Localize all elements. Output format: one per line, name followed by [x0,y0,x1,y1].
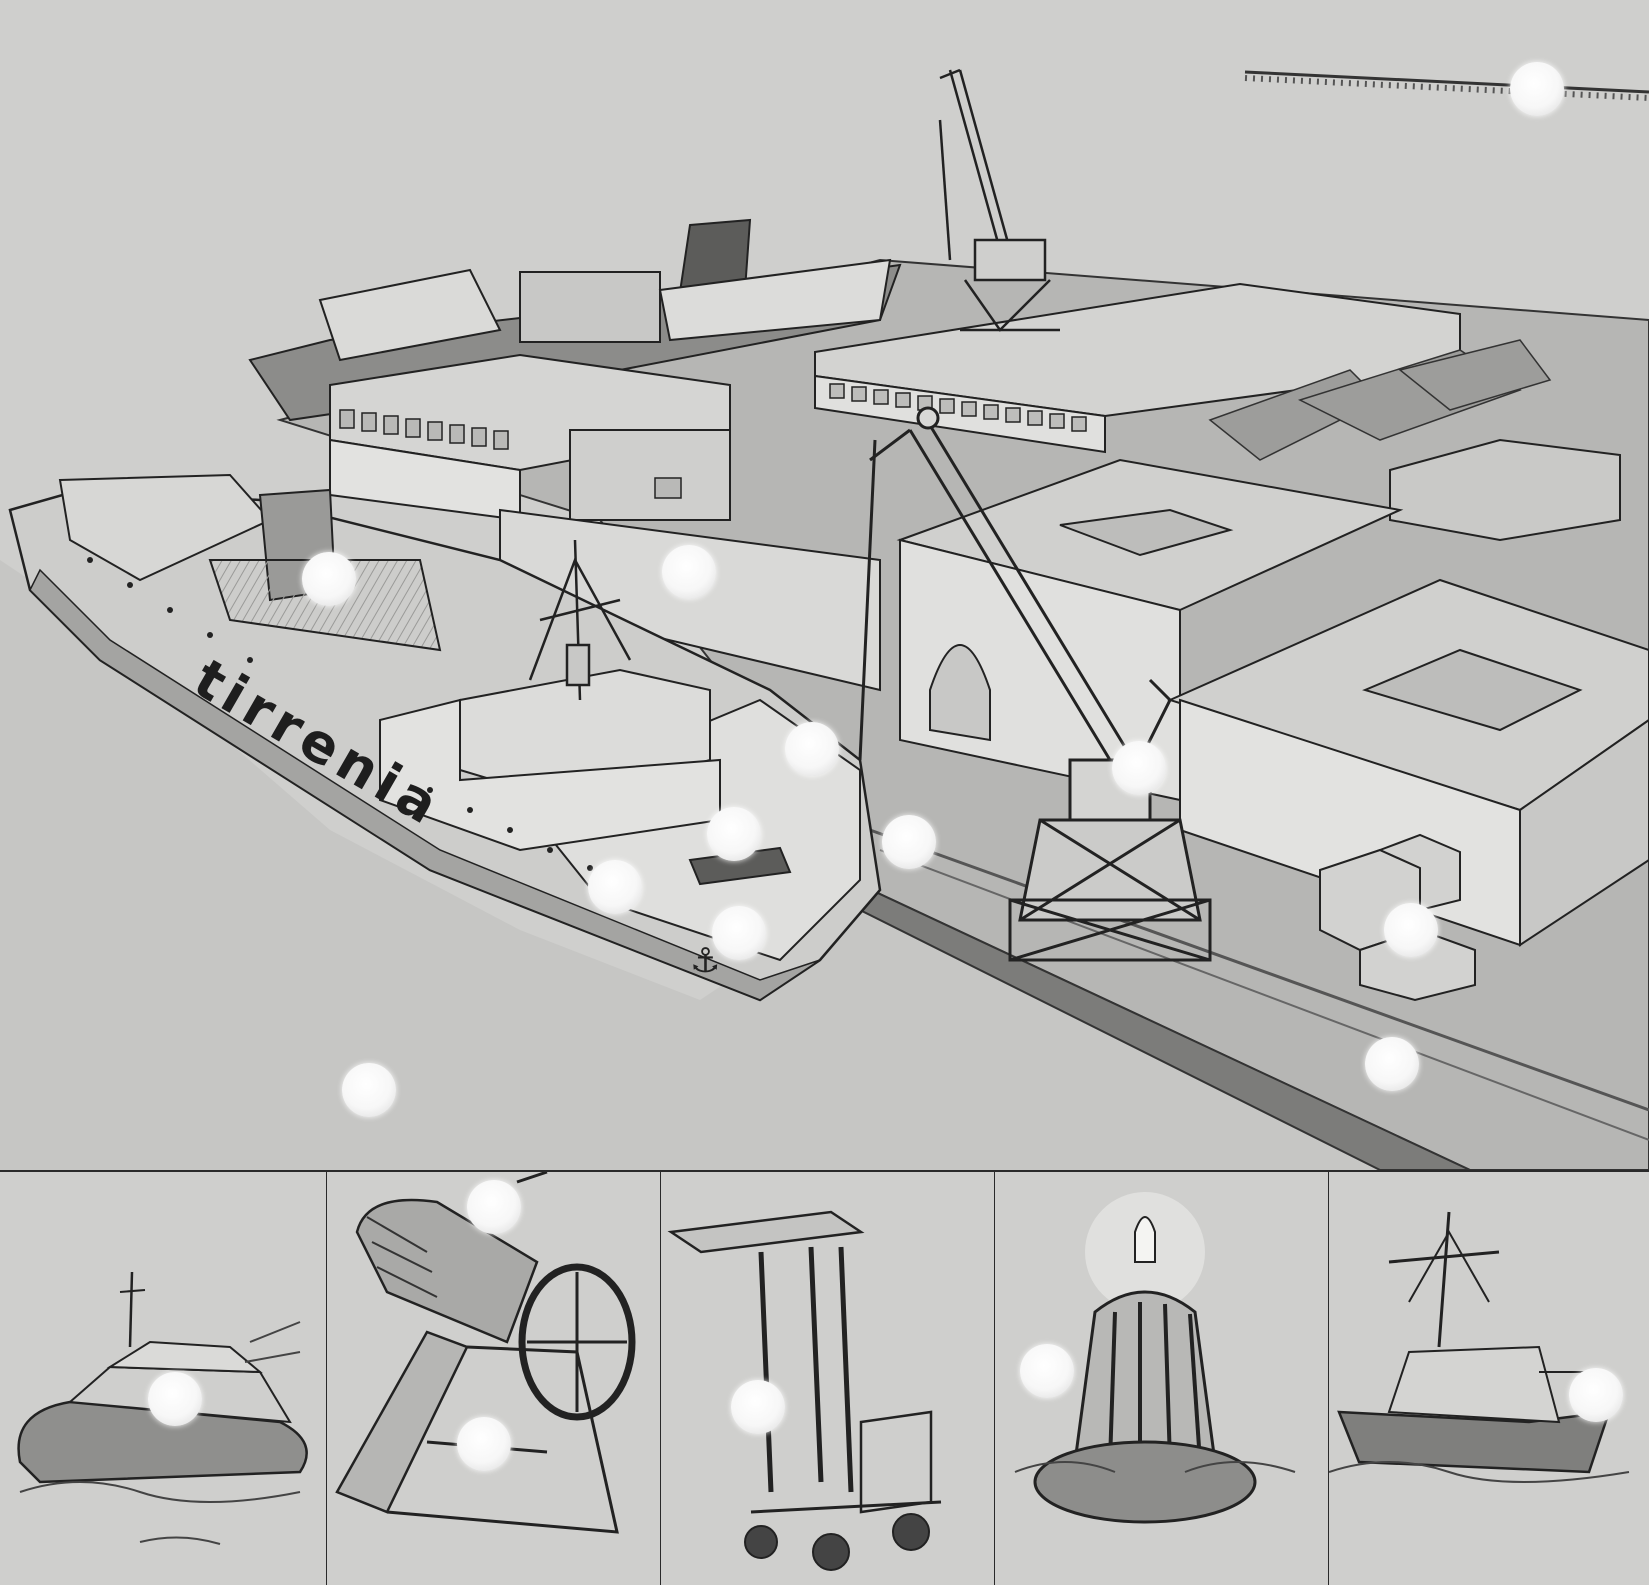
winch-icon [335,1172,636,1534]
marker-funnel[interactable] [302,552,356,606]
panel-hovercraft [0,1172,328,1585]
back-ship-stern [658,258,892,342]
marker-panel-tugboat[interactable] [1569,1368,1623,1422]
marker-panel-winch-base[interactable] [457,1417,511,1471]
warehouse-back-windows [829,383,1087,432]
marker-bollard[interactable] [785,722,839,776]
crate-stack-right [1389,438,1621,542]
tugboat-icon [1329,1211,1630,1483]
harbor-scene: tirrenia ⚓ [0,68,1649,1170]
marker-panel-winch-top[interactable] [467,1180,521,1234]
panel-divider [0,1170,1649,1173]
ship-mast [528,539,632,701]
office-windows [339,409,682,499]
marker-crane[interactable] [1112,741,1166,795]
timber-stacks [1208,339,1552,461]
ship-deckhouse-rear [58,473,272,582]
front-crane [858,406,1212,962]
water-shadow [0,560,1400,1170]
panel-buoy [995,1172,1330,1585]
marker-cargo[interactable] [1384,903,1438,957]
warehouse-mid-door [929,644,991,742]
marker-railway[interactable] [1510,62,1564,116]
back-crane [938,68,1060,332]
marker-dock[interactable] [1365,1037,1419,1091]
panel-winch [327,1172,662,1585]
marker-anchor[interactable] [712,906,766,960]
hovercraft-icon [17,1271,308,1545]
cargo-boxes [1319,833,1476,1002]
marker-sea[interactable] [342,1063,396,1117]
warehouse-mid-skylight [1059,508,1234,557]
marker-office[interactable] [662,545,716,599]
railway-track [1244,70,1649,94]
warehouse-right-side [1519,718,1649,947]
panel-tugboat [1329,1172,1649,1585]
marker-ship-deck[interactable] [588,860,642,914]
marker-quay-edge[interactable] [882,815,936,869]
office-annex [569,429,731,521]
marker-panel-buoy[interactable] [1020,1344,1074,1398]
marker-panel-hovercraft[interactable] [148,1372,202,1426]
panel-forklift [661,1172,996,1585]
ship-bridge-lower [379,698,721,852]
quay-track [869,828,1649,1112]
marker-hatch[interactable] [707,807,761,861]
ship-portholes [87,557,633,888]
quay-track-2 [879,849,1649,1141]
warehouse-right-skylight [1362,648,1583,732]
main-ship-dark-stripe [29,568,821,1001]
marker-panel-forklift[interactable] [731,1380,785,1434]
back-ship-cargo [519,271,661,343]
back-ship-deck [318,268,502,362]
forklift-icon [667,1210,942,1571]
buoy-icon [1014,1192,1296,1524]
railway-ties [1244,75,1649,101]
